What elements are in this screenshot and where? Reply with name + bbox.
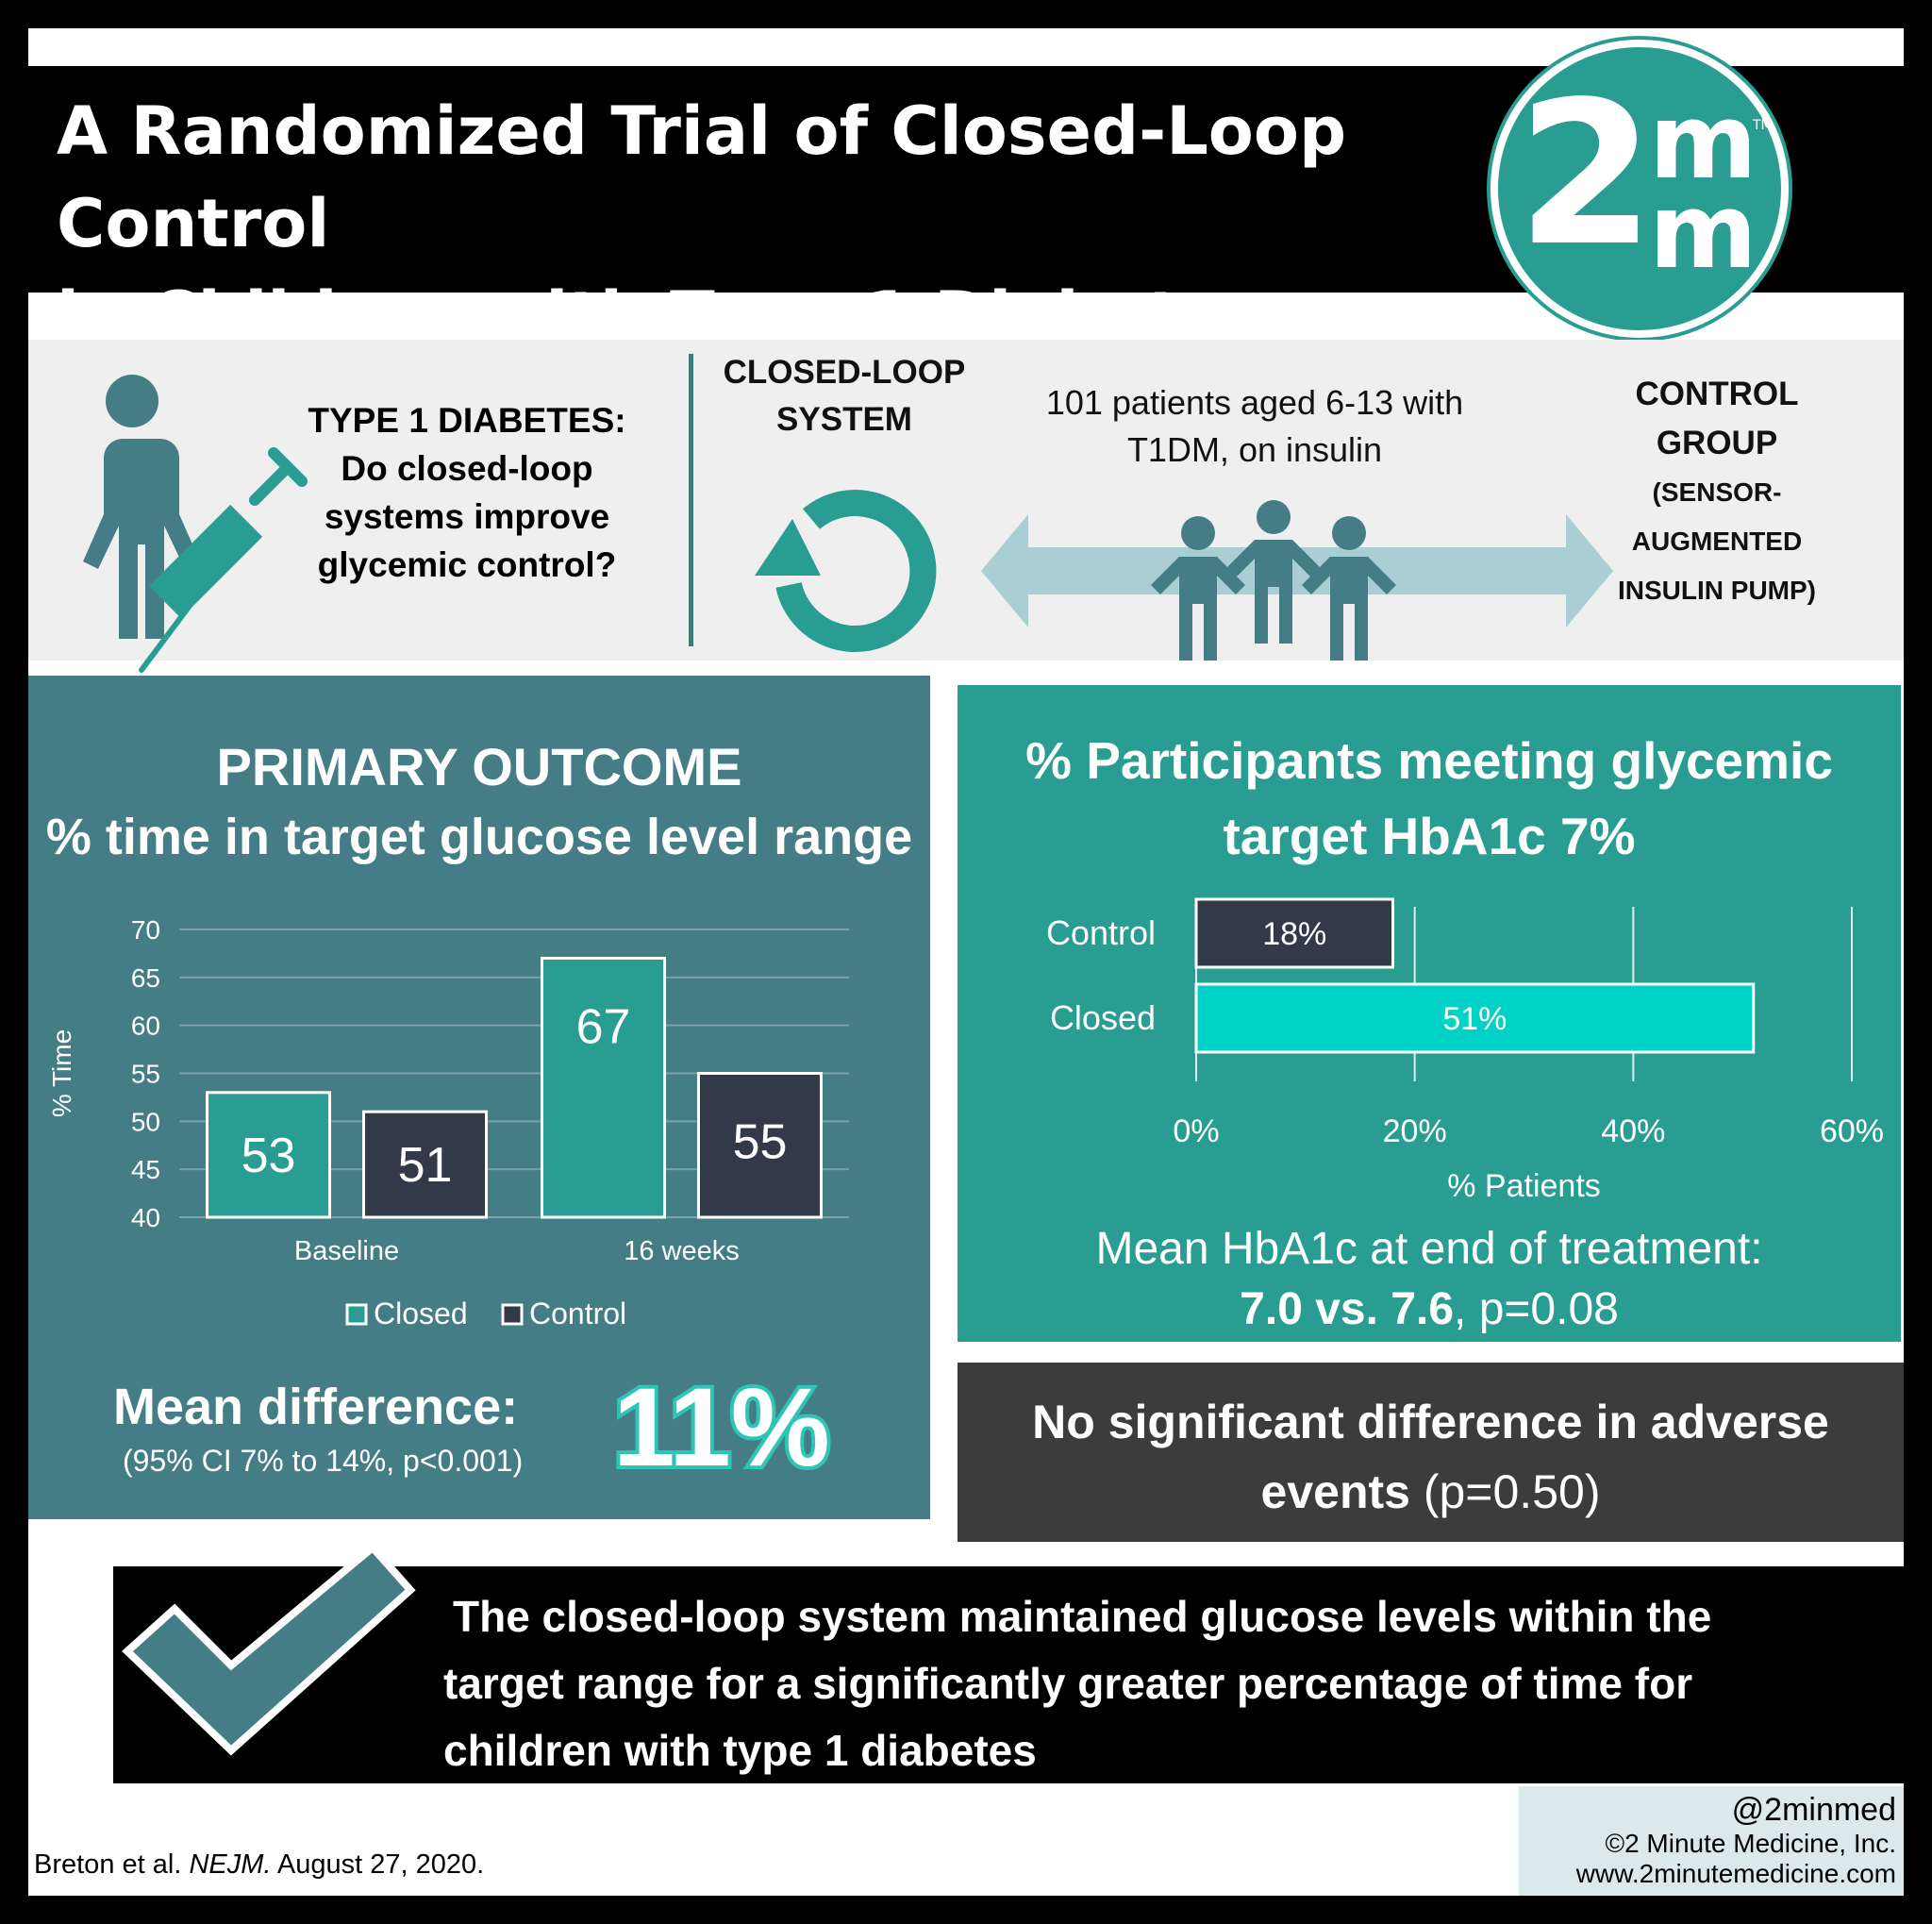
bar-control [697, 1072, 823, 1219]
person-icon [83, 375, 200, 639]
question-line-2: Do closed-loop [341, 449, 593, 488]
hba1c-heading-line-2: target HbA1c 7% [1223, 807, 1636, 865]
conclusion-bar [113, 1566, 1904, 1783]
mean-difference-label: Mean difference: [113, 1379, 519, 1435]
control-group-label: CONTROL GROUP (SENSOR- AUGMENTED INSULIN… [1566, 370, 1868, 615]
patients-description: 101 patients aged 6-13 with T1DM, on ins… [1028, 379, 1481, 474]
logo-trademark: TM [1753, 118, 1773, 133]
y-tick-label: 70 [131, 915, 160, 945]
control-line-5: INSULIN PUMP) [1618, 576, 1816, 605]
conclusion-text: The closed-loop system maintained glucos… [443, 1583, 1896, 1784]
bar-control [1194, 897, 1394, 969]
adverse-events-panel [958, 1363, 1904, 1542]
y-tick-label: 65 [131, 963, 160, 993]
x-tick-label: 16 weeks [624, 1236, 740, 1266]
question-line-1: TYPE 1 DIABETES: [308, 401, 626, 440]
brand-box: @2minmed ©2 Minute Medicine, Inc. www.2m… [1519, 1786, 1904, 1896]
y-tick-label: 45 [131, 1155, 160, 1184]
control-line-1: CONTROL [1635, 376, 1799, 412]
control-line-4: AUGMENTED [1631, 527, 1803, 556]
citation-date: August 27, 2020. [271, 1849, 485, 1880]
primary-outcome-heading: PRIMARY OUTCOME [216, 737, 742, 796]
page-title: A Randomized Trial of Closed-Loop Contro… [57, 85, 1500, 362]
bar-data-label: 18% [1262, 916, 1326, 952]
bar-closed [541, 957, 666, 1219]
double-arrow-icon [981, 514, 1613, 627]
hba1c-heading: % Participants meeting glycemic target H… [958, 723, 1901, 874]
brand-logo: 2 m m TM [1491, 40, 1789, 338]
legend-swatch [345, 1303, 368, 1326]
adverse-events-text: No significant difference in adverse eve… [958, 1387, 1904, 1527]
citation-authors: Breton et al. [34, 1849, 190, 1880]
control-line-3: (SENSOR- [1652, 477, 1782, 507]
bar-data-label: 55 [733, 1115, 788, 1170]
closed-loop-line-1: CLOSED-LOOP [723, 354, 966, 391]
divider-line [689, 354, 693, 646]
study-question: TYPE 1 DIABETES: Do closed-loop systems … [283, 396, 651, 589]
bar-data-label: 67 [576, 1000, 631, 1055]
patients-line-2: T1DM, on insulin [1126, 430, 1383, 469]
control-line-2: GROUP [1656, 425, 1778, 461]
y-axis-label: % Time [47, 1029, 76, 1117]
bar-data-label: 51 [398, 1138, 453, 1193]
bar-closed [1194, 982, 1756, 1054]
bar-closed [206, 1091, 331, 1219]
patients-line-1: 101 patients aged 6-13 with [1045, 383, 1464, 422]
question-line-4: glycemic control? [317, 545, 617, 584]
x-tick-label: 60% [1820, 1113, 1884, 1149]
legend-label: Control [529, 1297, 626, 1330]
x-tick-label: 40% [1601, 1113, 1665, 1149]
x-axis-label: % Patients [1447, 1168, 1601, 1204]
x-tick-label: 20% [1383, 1113, 1447, 1149]
conclusion-line-1: The closed-loop system maintained glucos… [453, 1592, 1712, 1641]
infographic-frame: A Randomized Trial of Closed-Loop Contro… [28, 28, 1904, 1896]
logo-m-top: m [1649, 81, 1757, 202]
mean-difference-ci: (95% CI 7% to 14%, p<0.001) [123, 1444, 524, 1478]
closed-loop-label: CLOSED-LOOP SYSTEM [703, 349, 986, 443]
bar-data-label: 53 [242, 1129, 296, 1183]
hba1c-mean-line-2: 7.0 vs. 7.6, p=0.08 [958, 1280, 1901, 1340]
adverse-events-pvalue: (p=0.50) [1409, 1465, 1601, 1518]
hba1c-mean: Mean HbA1c at end of treatment: 7.0 vs. … [958, 1219, 1901, 1340]
closed-loop-line-2: SYSTEM [776, 401, 912, 438]
x-tick-label: Baseline [294, 1236, 399, 1266]
logo-m-bottom: m [1649, 171, 1757, 292]
brand-website: www.2minutemedicine.com [1575, 1859, 1896, 1888]
legend-label: Closed [374, 1297, 468, 1330]
y-tick-label: 60 [131, 1012, 160, 1041]
checkmark-icon [122, 1542, 416, 1756]
conclusion-line-2: target range for a significantly greater… [443, 1659, 1693, 1708]
brand-handle: @2minmed [1731, 1792, 1896, 1828]
mean-difference-value: 11% [609, 1362, 834, 1494]
brand-copyright: ©2 Minute Medicine, Inc. [1605, 1829, 1896, 1858]
title-line-1: A Randomized Trial of Closed-Loop Contro… [57, 92, 1347, 262]
study-design-band [28, 340, 1904, 661]
adverse-events-statement: No significant difference in adverse eve… [1032, 1396, 1829, 1518]
citation: Breton et al. NEJM. August 27, 2020. [34, 1849, 484, 1881]
loop-arrow-icon [755, 490, 937, 653]
y-tick-label: 40 [131, 1203, 160, 1232]
y-category-label: Control [1046, 913, 1156, 952]
syringe-icon [139, 447, 308, 673]
hba1c-mean-line-1: Mean HbA1c at end of treatment: [1095, 1224, 1763, 1274]
bar-data-label: 51% [1442, 1001, 1507, 1037]
hba1c-heading-line-1: % Participants meeting glycemic [1025, 731, 1833, 790]
x-tick-label: 0% [1173, 1113, 1219, 1149]
question-line-3: systems improve [324, 497, 610, 536]
logo-two: 2 [1517, 59, 1656, 290]
y-category-label: Closed [1050, 998, 1156, 1037]
primary-outcome-subheading: % time in target glucose level range [45, 809, 913, 865]
conclusion-line-3: children with type 1 diabetes [443, 1726, 1037, 1775]
hba1c-target-chart: 0% 20% 40% 60% % Patients 18% Control 51% Closed [1046, 897, 1884, 1204]
hba1c-mean-values: 7.0 vs. 7.6 [1240, 1284, 1455, 1334]
y-tick-label: 55 [131, 1060, 160, 1089]
legend-swatch [501, 1303, 524, 1326]
bar-control [362, 1110, 488, 1219]
people-group-icon [1151, 500, 1396, 661]
y-tick-label: 50 [131, 1107, 160, 1136]
hba1c-mean-pvalue: , p=0.08 [1454, 1284, 1619, 1334]
citation-journal: NEJM. [189, 1849, 272, 1880]
